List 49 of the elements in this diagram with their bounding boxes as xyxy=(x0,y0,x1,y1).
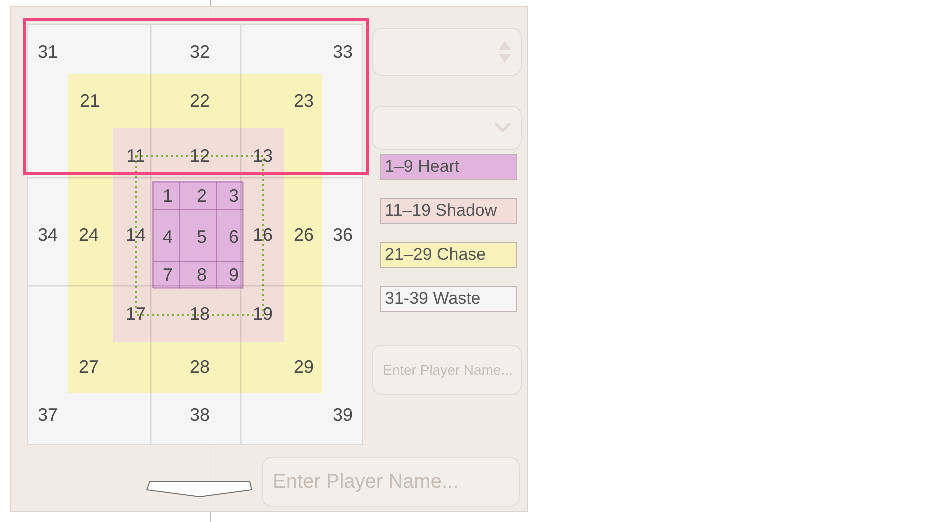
zone-number: 23 xyxy=(294,92,314,110)
zone-number: 2 xyxy=(197,187,207,205)
zone-number: 29 xyxy=(294,358,314,376)
zone-number: 31 xyxy=(38,43,58,61)
zone-number: 28 xyxy=(190,358,210,376)
heart-zone xyxy=(152,181,243,288)
zone-number: 1 xyxy=(163,187,173,205)
heart-cell xyxy=(179,182,217,210)
zone-number: 16 xyxy=(252,226,274,244)
zone-number: 32 xyxy=(190,43,210,61)
legend-label: 31-39 Waste xyxy=(385,289,481,309)
shadow-zone xyxy=(113,128,284,342)
zone-number: 13 xyxy=(252,147,274,165)
chase-zone xyxy=(68,74,322,393)
zone-number: 39 xyxy=(332,406,354,424)
zone-number: 26 xyxy=(294,226,314,244)
heart-cell xyxy=(153,182,180,210)
zone-number: 12 xyxy=(190,147,210,165)
zone-number: 8 xyxy=(197,266,207,284)
legend-label: 1–9 Heart xyxy=(385,157,460,177)
heart-cell xyxy=(179,209,217,262)
zone-number: 6 xyxy=(229,228,239,246)
zone-number: 4 xyxy=(163,228,173,246)
heart-cell xyxy=(216,182,244,210)
zone-number: 14 xyxy=(126,226,146,244)
zone-number: 24 xyxy=(78,226,100,244)
zone-number: 17 xyxy=(126,305,146,323)
heart-cell xyxy=(153,209,180,262)
zone-number: 38 xyxy=(190,406,210,424)
zone-number: 22 xyxy=(190,92,210,110)
heart-cell xyxy=(216,261,244,289)
zone-number: 19 xyxy=(252,305,274,323)
zone-number: 27 xyxy=(78,358,100,376)
zone-number: 18 xyxy=(190,305,210,323)
zone-number: 36 xyxy=(332,226,354,244)
zone-number: 9 xyxy=(229,266,239,284)
legend-label: 11–19 Shadow xyxy=(385,201,498,221)
zone-number: 21 xyxy=(80,92,100,110)
zone-number: 5 xyxy=(197,228,207,246)
heart-cell xyxy=(153,261,180,289)
zone-number: 3 xyxy=(229,187,239,205)
legend-label: 21–29 Chase xyxy=(385,245,486,265)
heart-cell xyxy=(179,261,217,289)
zone-number: 33 xyxy=(332,43,354,61)
heart-cell xyxy=(216,209,244,262)
zone-number: 34 xyxy=(38,226,58,244)
zone-number: 7 xyxy=(163,266,173,284)
zone-number: 37 xyxy=(38,406,58,424)
zone-number: 11 xyxy=(126,147,146,165)
